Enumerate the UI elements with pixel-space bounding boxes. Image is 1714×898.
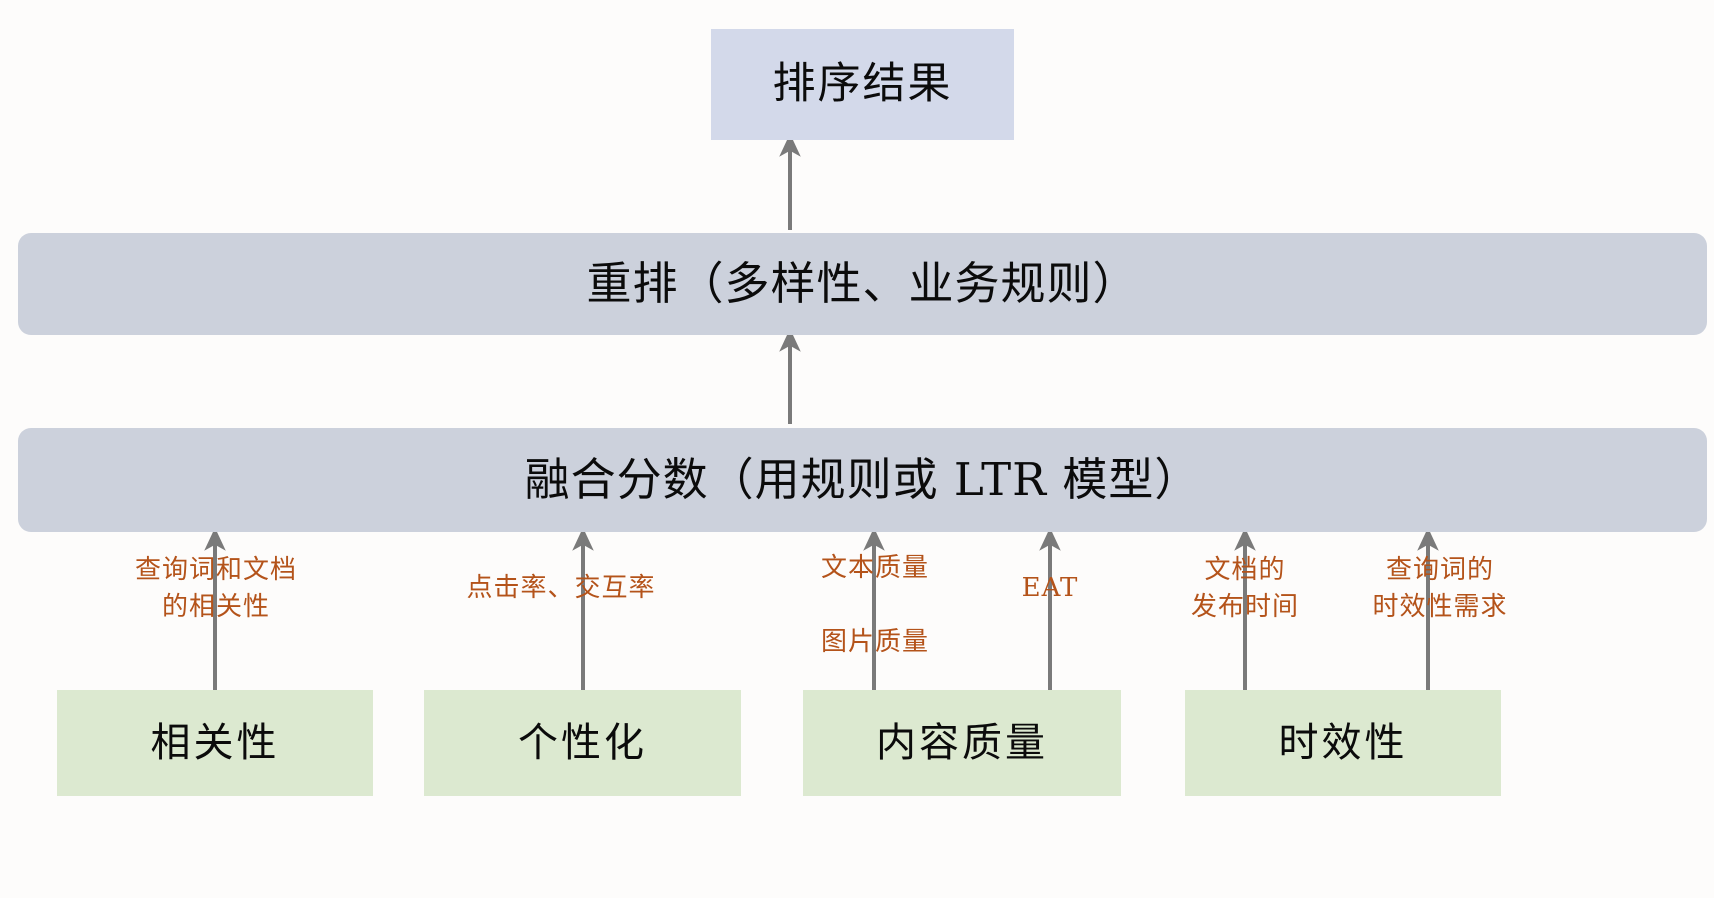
signal-content-quality-label: 内容质量 bbox=[876, 720, 1048, 766]
signal-personalization[interactable]: 个性化 bbox=[424, 690, 741, 796]
annotation-text-image-quality: 文本质量 图片质量 bbox=[820, 553, 929, 657]
annotation-query-freshness-need: 查询词的 时效性需求 bbox=[1372, 555, 1508, 622]
annotation-eat: EAT bbox=[1021, 573, 1079, 603]
annotation-doc-publish-time: 文档的 发布时间 bbox=[1190, 555, 1299, 622]
stage-rerank[interactable]: 重排（多样性、业务规则） bbox=[18, 233, 1707, 335]
annotation-ctr-interaction: 点击率、交互率 bbox=[466, 573, 656, 603]
stage-rerank-label: 重排（多样性、业务规则） bbox=[586, 257, 1139, 311]
signal-freshness-label: 时效性 bbox=[1278, 720, 1408, 766]
node-ranking-result-label: 排序结果 bbox=[772, 58, 953, 109]
stage-fusion-score[interactable]: 融合分数（用规则或 LTR 模型） bbox=[18, 428, 1707, 532]
signal-personalization-label: 个性化 bbox=[518, 720, 647, 766]
signal-relevance[interactable]: 相关性 bbox=[57, 690, 373, 796]
signal-freshness[interactable]: 时效性 bbox=[1185, 690, 1501, 796]
signal-content-quality[interactable]: 内容质量 bbox=[803, 690, 1121, 796]
node-ranking-result[interactable]: 排序结果 bbox=[711, 29, 1014, 140]
signal-relevance-label: 相关性 bbox=[150, 720, 280, 766]
annotation-query-doc-relevance: 查询词和文档 的相关性 bbox=[134, 555, 297, 622]
stage-fusion-score-label: 融合分数（用规则或 LTR 模型） bbox=[524, 453, 1201, 507]
